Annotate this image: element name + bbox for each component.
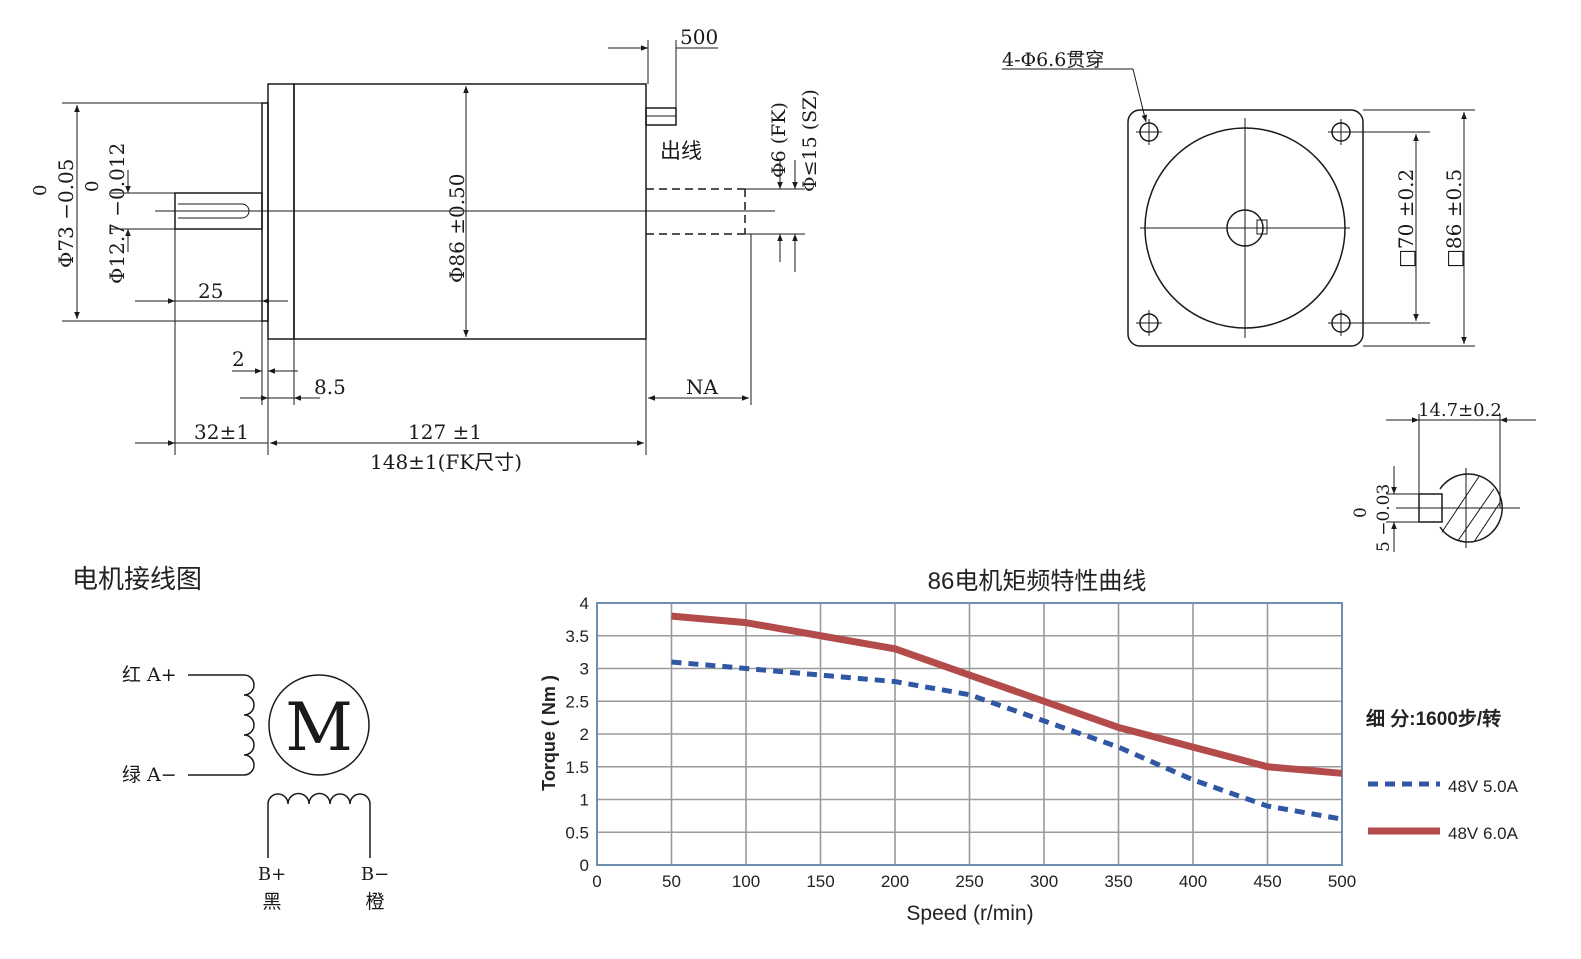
side-view: 500 出线 Φ86 ±0.50 0 Φ73 −0.05 0 Φ12.7 −0.… xyxy=(30,25,821,474)
x-tick-label: 300 xyxy=(1030,872,1058,891)
motor-symbol-label: M xyxy=(285,689,353,766)
torque-speed-chart: 86电机矩频特性曲线 0 50 100 150 200 250 300 350 400 450 50… xyxy=(539,568,1519,925)
chart-series xyxy=(671,612,1343,822)
lead-b-minus-color: 橙 xyxy=(365,891,384,913)
y-axis-label: Torque ( Nm ) xyxy=(539,675,559,791)
x-tick-labels: 0 50 100 150 200 250 300 350 400 450 500 xyxy=(592,872,1356,891)
legend-label-6a: 48V 6.0A xyxy=(1448,824,1519,843)
y-tick-label: 1.5 xyxy=(565,758,589,777)
motor-symbol xyxy=(268,674,370,776)
series-line-48v-5-0a xyxy=(671,659,1343,822)
boss-diameter-label: Φ73 −0.05 xyxy=(54,159,78,269)
front-flange-square xyxy=(1127,109,1364,347)
y-tick-label: 0.5 xyxy=(565,823,589,842)
legend-label-5a: 48V 5.0A xyxy=(1448,777,1519,796)
front-view: 4-Φ6.6贯穿 □70 ±0.2 □86 ±0.5 xyxy=(1002,49,1475,347)
mounting-hole-bl xyxy=(1136,310,1162,336)
chart-title: 86电机矩频特性曲线 xyxy=(928,568,1147,595)
flange-square-label: □86 ±0.5 xyxy=(1442,169,1466,268)
x-tick-label: 50 xyxy=(662,872,681,891)
legend: 48V 5.0A 48V 6.0A xyxy=(1368,777,1519,843)
flat-tolerance-label: 5 −0.03 xyxy=(1374,484,1394,552)
dim-2-label: 2 xyxy=(232,347,245,371)
y-tick-label: 3.5 xyxy=(565,627,589,646)
x-tick-label: 500 xyxy=(1328,872,1356,891)
wiring-title: 电机接线图 xyxy=(72,564,202,594)
rear-shaft-fk-label: Φ6 (FK) xyxy=(768,102,790,178)
boss-tolerance-top: 0 xyxy=(30,185,51,196)
flat-tolerance-top: 0 xyxy=(1351,507,1371,518)
chart-grid xyxy=(597,603,1342,865)
y-tick-label: 2 xyxy=(580,725,589,744)
x-tick-label: 400 xyxy=(1179,872,1207,891)
shaft-tolerance-top: 0 xyxy=(82,181,103,192)
x-axis-label: Speed (r/min) xyxy=(906,902,1033,925)
lead-b-plus-color: 黑 xyxy=(262,891,281,913)
x-tick-label: 100 xyxy=(732,872,760,891)
lead-b-minus-label: B− xyxy=(361,864,389,885)
y-tick-labels: 0 0.5 1 1.5 2 2.5 3 3.5 4 xyxy=(565,594,589,875)
hole-pitch-label: □70 ±0.2 xyxy=(1394,169,1418,268)
x-tick-label: 0 xyxy=(592,872,601,891)
dim-32-label: 32±1 xyxy=(194,420,249,444)
series-line-48v-6-0a xyxy=(671,612,1343,777)
lead-a-minus: 绿 A− xyxy=(122,764,177,786)
x-tick-label: 150 xyxy=(806,872,834,891)
dim-148-label: 148±1(FK尺寸) xyxy=(370,450,522,474)
plot-frame xyxy=(596,602,1343,866)
y-tick-label: 0 xyxy=(580,856,589,875)
dim-127-label: 127 ±1 xyxy=(408,420,482,444)
mounting-hole-tl xyxy=(1136,119,1162,145)
lead-out-label: 出线 xyxy=(660,139,702,163)
shaft-diameter-label: Φ12.7 −0.012 xyxy=(105,143,129,284)
coil-b xyxy=(267,792,371,858)
rear-shaft-sz-label: Φ≤15 (SZ) xyxy=(799,89,821,192)
dim-8-5-label: 8.5 xyxy=(314,375,346,399)
x-tick-label: 200 xyxy=(881,872,909,891)
y-tick-label: 2.5 xyxy=(565,692,589,711)
y-tick-label: 1 xyxy=(580,791,589,810)
shaft-section: 14.7±0.2 0 5 −0.03 xyxy=(1351,400,1536,552)
y-tick-label: 4 xyxy=(580,594,589,613)
front-boss xyxy=(261,102,269,322)
dim-na-label: NA xyxy=(686,375,719,399)
body-diameter-label: Φ86 ±0.50 xyxy=(445,174,469,284)
microstep-note: 细 分:1600步/转 xyxy=(1366,707,1501,730)
shaft-length-label: 25 xyxy=(198,279,223,303)
rear-shaft xyxy=(646,188,746,235)
x-tick-label: 250 xyxy=(955,872,983,891)
flange-thickness-label: 500 xyxy=(680,25,718,49)
lead-a-plus: 红 A+ xyxy=(122,664,177,686)
coil-a xyxy=(188,674,255,776)
lead-b-plus-label: B+ xyxy=(258,864,286,885)
x-tick-label: 450 xyxy=(1253,872,1281,891)
y-tick-label: 3 xyxy=(580,660,589,679)
x-tick-label: 350 xyxy=(1104,872,1132,891)
flat-width-label: 14.7±0.2 xyxy=(1418,400,1502,421)
wiring-diagram: 电机接线图 M 红 A+ 绿 A− B+ 黑 B− 橙 xyxy=(72,564,389,913)
holes-label: 4-Φ6.6贯穿 xyxy=(1002,49,1104,71)
